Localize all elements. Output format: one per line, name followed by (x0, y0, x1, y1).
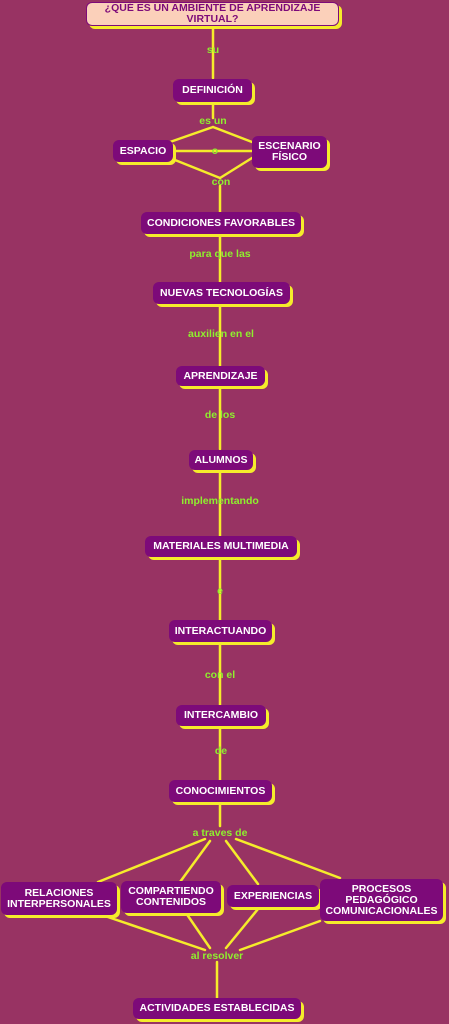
procesos-pedagogico-node: PROCESOS PEDAGÓGICO COMUNICACIONALES (320, 879, 443, 921)
link-label-es-un: es un (199, 115, 227, 127)
question-node: ¿QUÉ ES UN AMBIENTE DE APRENDIZAJE VIRTU… (86, 2, 339, 26)
aprendizaje-node: APRENDIZAJE (176, 366, 265, 386)
link-label-auxilien-en-el: auxilien en el (188, 328, 254, 340)
escenario-fisico-node: ESCENARIO FÍSICO (252, 136, 327, 168)
link-label-e: e (217, 585, 223, 597)
compartiendo-contenidos-node: COMPARTIENDO CONTENIDOS (121, 881, 221, 913)
condiciones-favorables-node: CONDICIONES FAVORABLES (141, 212, 301, 234)
link-label-implementando: implementando (181, 495, 259, 507)
link-label-a-traves-de: a traves de (192, 827, 248, 839)
relaciones-interpersonales-node: RELACIONES INTERPERSONALES (1, 882, 117, 915)
link-label-para-que-las: para que las (189, 248, 251, 260)
actividades-establecidas-node: ACTIVIDADES ESTABLECIDAS (133, 998, 301, 1019)
link-label-o: o (211, 145, 219, 157)
alumnos-node: ALUMNOS (189, 450, 253, 470)
link-label-al-resolver: al resolver (190, 950, 244, 962)
link-label-de: de (214, 745, 228, 757)
link-label-de-los: de los (204, 409, 236, 421)
nuevas-tecnologias-node: NUEVAS TECNOLOGÍAS (153, 282, 290, 304)
conocimientos-node: CONOCIMIENTOS (169, 780, 272, 802)
link-label-con-el: con el (204, 669, 236, 681)
link-label-con: con (211, 176, 231, 188)
materiales-multimedia-node: MATERIALES MULTIMEDIA (145, 536, 297, 557)
definicion-node: DEFINICIÓN (173, 79, 252, 102)
link-label-su: su (206, 44, 220, 56)
experiencias-node: EXPERIENCIAS (227, 885, 319, 907)
interactuando-node: INTERACTUANDO (169, 620, 272, 642)
intercambio-node: INTERCAMBIO (176, 705, 266, 726)
espacio-node: ESPACIO (113, 140, 173, 162)
